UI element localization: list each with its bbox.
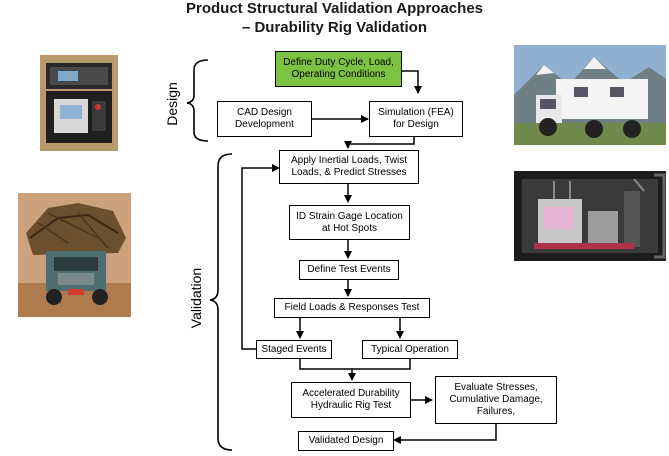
rig-test-photo: [514, 171, 666, 261]
validated-design-box: Validated Design: [298, 431, 394, 451]
inertial-loads-box: Apply Inertial Loads, Twist Loads, & Pre…: [279, 150, 419, 184]
arrow-staged-feedback: [241, 164, 280, 350]
duty-cycle-box: Define Duty Cycle, Load, Operating Condi…: [275, 51, 402, 87]
test-events-box: Define Test Events: [299, 260, 399, 280]
diagram-title-line1: Product Structural Validation Approaches: [186, 0, 483, 17]
data-logger-photo: [40, 55, 118, 151]
cad-design-box: CAD Design Development: [217, 101, 312, 137]
validation-brace: [209, 153, 233, 451]
diagram-title-line2: – Durability Rig Validation: [241, 19, 428, 36]
evaluate-stresses-box: Evaluate Stresses, Cumulative Damage, Fa…: [435, 376, 557, 424]
loaded-truck-photo: [18, 193, 131, 317]
field-loads-box: Field Loads & Responses Test: [274, 298, 430, 318]
simulation-box: Simulation (FEA) for Design: [369, 101, 463, 137]
typical-operation-box: Typical Operation: [362, 340, 458, 359]
arrow-duty-to-simulation: [402, 70, 422, 94]
arrow-simulation-to-inertial: [344, 137, 415, 149]
arrow-evaluate-to-validated: [393, 424, 497, 444]
strain-gage-box: ID Strain Gage Location at Hot Spots: [289, 205, 410, 240]
expedition-truck-photo: [514, 45, 666, 145]
design-brace: [186, 59, 209, 142]
arrow-merge-to-accelerated: [299, 359, 411, 370]
staged-events-box: Staged Events: [256, 340, 332, 359]
accelerated-rig-test-box: Accelerated Durability Hydraulic Rig Tes…: [291, 382, 411, 418]
